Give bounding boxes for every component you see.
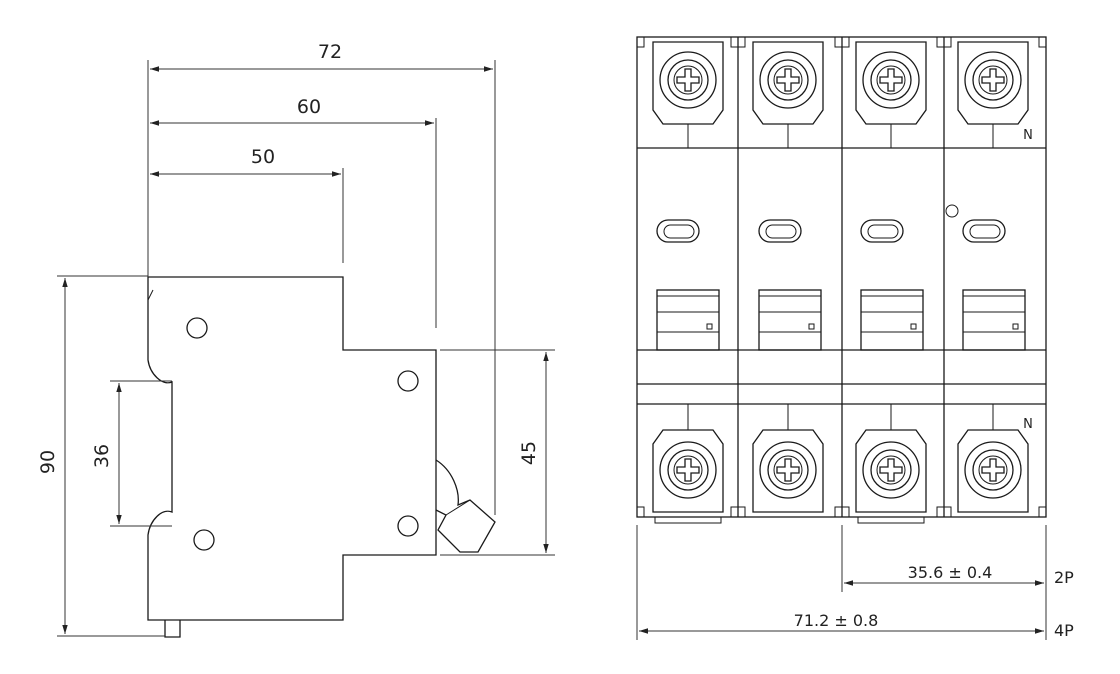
rivet-hole [186,317,208,339]
din-foot [164,620,181,638]
rivet-hole [397,370,419,392]
dim-label-45: 45 [518,441,540,465]
rivet-hole [397,515,419,537]
dim-label-60: 60 [297,96,321,118]
neutral-label-bottom: N [1023,417,1033,432]
dim-label-72: 72 [318,41,342,63]
front-view: N [636,36,1074,640]
dim-label-36: 36 [91,444,113,468]
side-view: 72 60 50 90 36 45 [37,41,555,638]
bottom-terminals: N [652,404,1033,524]
pole-label-2p: 2P [1054,568,1074,587]
neutral-label-top: N [1023,128,1033,143]
side-body-outline [147,276,437,621]
top-terminals: N [652,41,1033,148]
dim-label-2p: 35.6 ± 0.4 [908,563,993,582]
dim-label-90: 90 [37,450,59,474]
dim-label-50: 50 [251,146,275,168]
toggle-levers [656,289,1026,351]
dim-label-4p: 71.2 ± 0.8 [794,611,879,630]
pole-label-4p: 4P [1054,621,1074,640]
rivet-hole [193,529,215,551]
toggle-handle [435,459,496,553]
indicator-windows [656,204,1006,243]
